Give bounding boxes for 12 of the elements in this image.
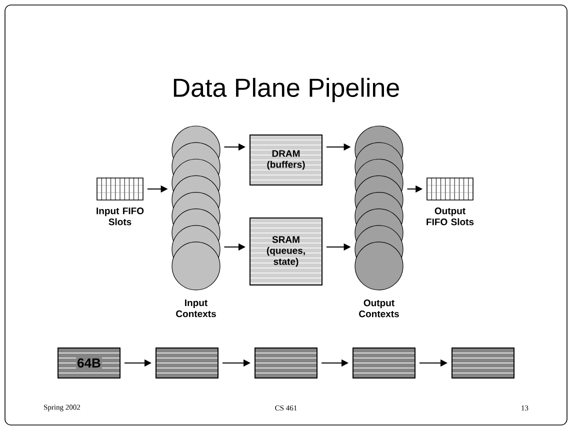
fifo-label: Output FIFO Slots <box>426 208 474 226</box>
slide-title: Data Plane Pipeline <box>174 78 399 102</box>
context-label: Input Contexts <box>176 300 216 318</box>
memory-box: DRAM (buffers) <box>250 134 322 186</box>
packet-buffer-box: 64B <box>58 347 120 378</box>
memory-box: SRAM (queues, state) <box>250 218 322 286</box>
packet-buffer-box <box>452 347 514 378</box>
context-label: Output Contexts <box>359 300 399 318</box>
packet-buffer-box <box>156 347 218 378</box>
packet-buffer-box <box>254 347 318 378</box>
packet-buffer-box <box>352 347 416 378</box>
fifo-label: Input FIFO Slots <box>96 208 144 226</box>
